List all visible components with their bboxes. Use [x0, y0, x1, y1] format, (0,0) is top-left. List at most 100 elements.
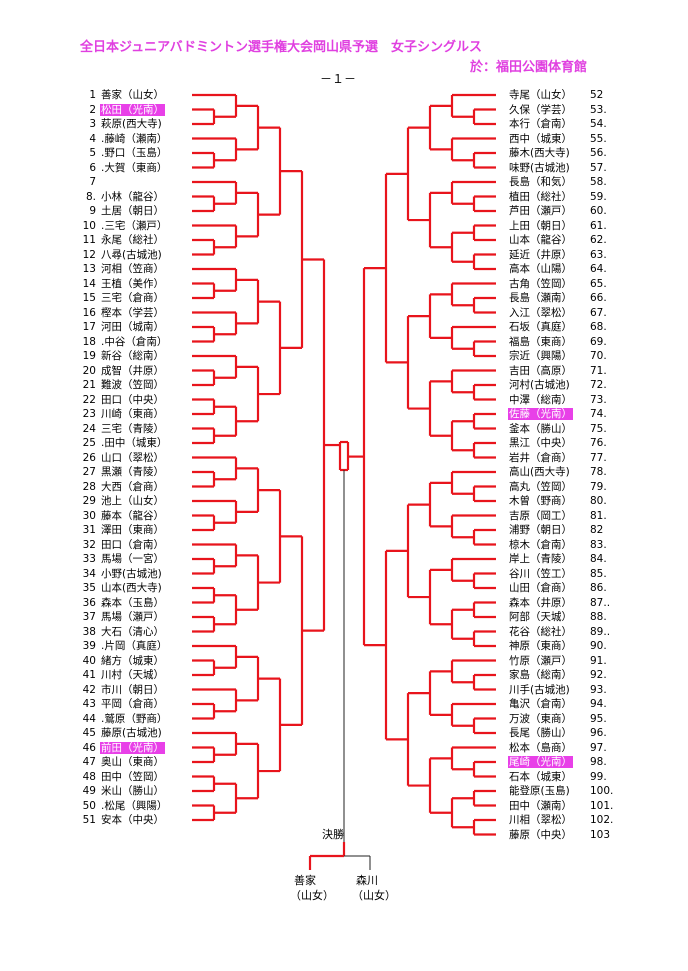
- right-player-name: 岸上（青陵）: [509, 553, 572, 565]
- right-player-number: 67.: [590, 306, 607, 319]
- left-player-name: 森本（玉島）: [101, 596, 164, 609]
- left-player-name: 米山（勝山）: [101, 785, 164, 797]
- right-player-number: 52: [590, 89, 604, 101]
- left-player-name: 平岡（倉商）: [101, 698, 164, 710]
- right-player-name: 長島（瀬南）: [509, 292, 572, 304]
- left-player-name: 小野(古城池): [101, 567, 162, 580]
- final-label: 決勝: [322, 828, 344, 841]
- right-player-number: 68.: [590, 321, 607, 333]
- page-title: 全日本ジュニアバドミントン選手権大会岡山県予選 女子シングルス: [80, 40, 482, 55]
- right-player-name: 味野(古城池): [509, 161, 570, 174]
- left-player-number: 44: [82, 712, 96, 725]
- left-player-number: 21: [82, 379, 96, 391]
- left-player-name: .松尾（興陽）: [101, 799, 168, 812]
- left-player-name: .三宅（瀬戸）: [101, 219, 168, 232]
- right-player-name: 木曽（野商）: [509, 495, 572, 507]
- right-player-name: 高本（山陽）: [509, 263, 572, 275]
- right-player-name: 本行（倉南）: [509, 118, 572, 130]
- right-player-name: 竹原（瀬戸）: [509, 654, 572, 667]
- left-player-name: .片岡（真庭）: [101, 640, 168, 652]
- left-player-number: 31: [82, 524, 96, 536]
- left-player-number: 51: [82, 814, 96, 826]
- left-player-name: 小林（龍谷）: [101, 190, 164, 203]
- right-player-name: 尾崎（光南）: [508, 756, 573, 768]
- left-player-name: 藤本（龍谷）: [101, 509, 164, 522]
- right-player-number: 69.: [590, 335, 607, 348]
- left-player-number: 14: [82, 277, 96, 290]
- right-player-number: 99.: [590, 770, 607, 783]
- left-player-name: .藤崎（瀬南）: [101, 132, 168, 145]
- right-player-number: 77.: [590, 451, 607, 464]
- right-player-number: 102.: [590, 814, 614, 826]
- left-player-number: 7: [89, 176, 96, 188]
- right-player-number: 60.: [590, 205, 607, 217]
- right-player-name: 延近（井原）: [509, 248, 572, 261]
- left-player-number: 41: [82, 669, 96, 681]
- left-player-name: 松田（光南）: [100, 103, 165, 116]
- left-player-number: 8.: [85, 190, 96, 203]
- right-player-number: 88.: [590, 611, 607, 623]
- left-player-name: 緒方（城東）: [101, 654, 164, 667]
- right-player-name: 家島（総南）: [509, 669, 572, 681]
- right-player-number: 58.: [590, 176, 607, 188]
- left-player-number: 10: [82, 219, 96, 232]
- left-player-number: 32: [82, 538, 96, 551]
- right-player-number: 74.: [590, 408, 607, 420]
- left-player-number: 22: [82, 393, 96, 406]
- right-player-number: 61.: [590, 219, 607, 232]
- right-player-number: 84.: [590, 553, 607, 565]
- left-player-number: 46: [82, 741, 96, 754]
- left-player-number: 26: [82, 451, 96, 464]
- right-player-number: 73.: [590, 393, 607, 406]
- right-player-name: 亀沢（倉南）: [509, 698, 572, 710]
- right-player-name: 長尾（勝山）: [509, 727, 572, 739]
- right-player-number: 80.: [590, 495, 607, 507]
- left-player-number: 47: [82, 756, 96, 768]
- right-player-name: 松本（島商）: [509, 741, 572, 754]
- left-player-number: 1: [89, 89, 96, 101]
- right-player-name: 椋木（倉南）: [509, 538, 572, 551]
- left-player-number: 24: [82, 422, 96, 435]
- left-player-name: 田口（中央）: [101, 393, 164, 406]
- right-player-number: 64.: [590, 263, 607, 275]
- right-player-number: 76.: [590, 437, 607, 449]
- right-player-name: 芦田（瀬戸）: [509, 205, 572, 217]
- right-player-name: 長島（和気）: [509, 176, 572, 188]
- right-player-name: 河村(古城池): [509, 379, 570, 391]
- left-player-name: 難波（笠岡）: [101, 379, 164, 391]
- right-player-name: 久保（学芸）: [509, 103, 572, 116]
- right-player-name: 石本（城東）: [509, 770, 572, 783]
- left-player-number: 27: [82, 466, 96, 478]
- left-player-name: 成智（井原）: [101, 364, 164, 377]
- left-player-name: 善家（山女）: [101, 89, 164, 101]
- left-player-name: 川村（天城）: [101, 669, 164, 681]
- left-player-name: .大賀（東商）: [101, 161, 168, 174]
- right-player-number: 56.: [590, 147, 607, 159]
- right-player-number: 103: [590, 828, 611, 841]
- left-player-number: 2: [89, 103, 96, 116]
- left-player-number: 40: [82, 654, 96, 667]
- left-player-name: 三宅（青陵）: [101, 422, 164, 435]
- right-player-name: 高山(西大寺): [509, 466, 570, 478]
- left-player-name: 新谷（総南）: [101, 350, 164, 362]
- right-player-number: 91.: [590, 654, 607, 667]
- right-player-number: 55.: [590, 132, 607, 145]
- left-player-number: 42: [82, 683, 96, 696]
- right-player-number: 101.: [590, 799, 614, 812]
- left-player-number: 3: [89, 118, 96, 130]
- left-player-name: 奥山（東商）: [101, 756, 164, 768]
- right-player-number: 97.: [590, 741, 607, 754]
- left-player-name: 田口（倉南）: [101, 538, 164, 551]
- right-player-name: 高丸（笠岡）: [509, 480, 572, 493]
- left-player-number: 43: [82, 698, 96, 710]
- left-player-name: 大西（倉商）: [101, 480, 164, 493]
- right-player-name: 吉田（高原）: [509, 364, 572, 377]
- right-player-name: 岩井（倉商）: [509, 451, 572, 464]
- left-player-number: 49: [82, 785, 96, 797]
- right-player-name: 釜本（勝山）: [509, 422, 572, 435]
- left-player-name: 安本（中央）: [101, 814, 164, 826]
- left-player-number: 6: [89, 161, 96, 174]
- right-player-number: 65.: [590, 277, 607, 290]
- venue-label: 於：福田公園体育館: [470, 60, 588, 75]
- left-player-number: 28: [82, 480, 96, 493]
